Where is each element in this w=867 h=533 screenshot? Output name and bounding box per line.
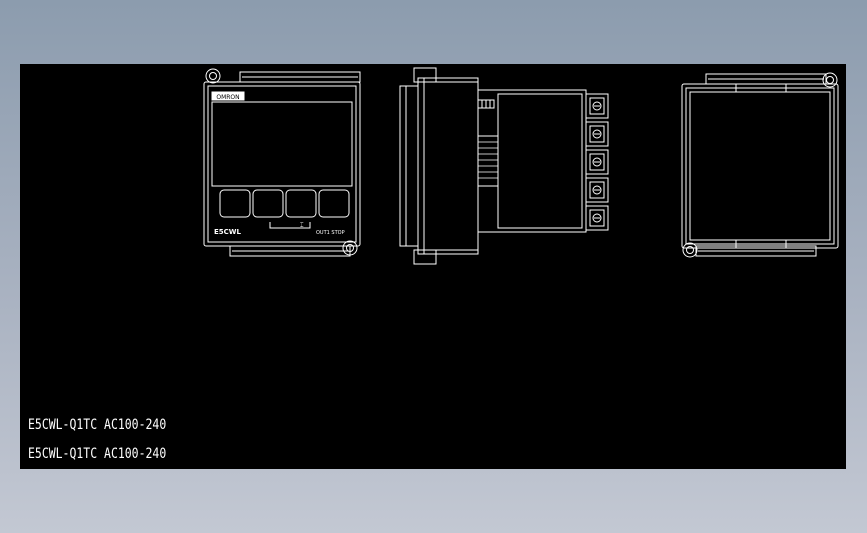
terminal-block	[585, 149, 609, 175]
rear-bottom-bracket	[695, 245, 817, 257]
screw-hole-icon	[342, 240, 358, 256]
terminal-block	[585, 177, 609, 203]
model-text: E5CWL	[214, 228, 242, 236]
front-key-2	[252, 189, 284, 218]
status-text: OUT1 STOP	[316, 230, 345, 236]
screw-hole-icon	[205, 68, 221, 84]
logo-text: OMRON	[216, 94, 239, 101]
front-key-4	[318, 189, 350, 218]
part-label: E5CWL-Q1TC AC100-240	[28, 417, 167, 433]
front-bezel	[203, 81, 361, 247]
screw-hole-icon	[682, 242, 698, 258]
cad-viewport[interactable]: OMRON ⌶ E5CWL OUT1 STOP	[20, 64, 846, 469]
rear-frame	[681, 83, 839, 249]
svg-text:⌶: ⌶	[300, 222, 304, 229]
part-label: E5CWL-Q1TC AC100-240	[28, 446, 167, 462]
screw-hole-icon	[822, 72, 838, 88]
front-key-1	[219, 189, 251, 218]
side-bottom-clip	[413, 249, 437, 265]
front-key-3	[285, 189, 317, 218]
front-tab	[269, 222, 311, 229]
side-bezel	[399, 85, 419, 247]
side-body	[417, 77, 479, 255]
side-top-clip	[413, 67, 437, 83]
display-window	[211, 101, 353, 187]
rear-view	[681, 72, 839, 258]
cad-drawing: OMRON ⌶ E5CWL OUT1 STOP	[203, 67, 839, 265]
terminal-block	[585, 121, 609, 147]
side-view	[399, 67, 609, 265]
front-view: OMRON ⌶ E5CWL OUT1 STOP	[203, 68, 361, 257]
logo-plate	[211, 91, 245, 101]
terminal-block	[585, 205, 609, 231]
side-connector	[477, 135, 499, 187]
side-rear-housing	[477, 89, 587, 233]
terminal-block	[585, 93, 609, 119]
